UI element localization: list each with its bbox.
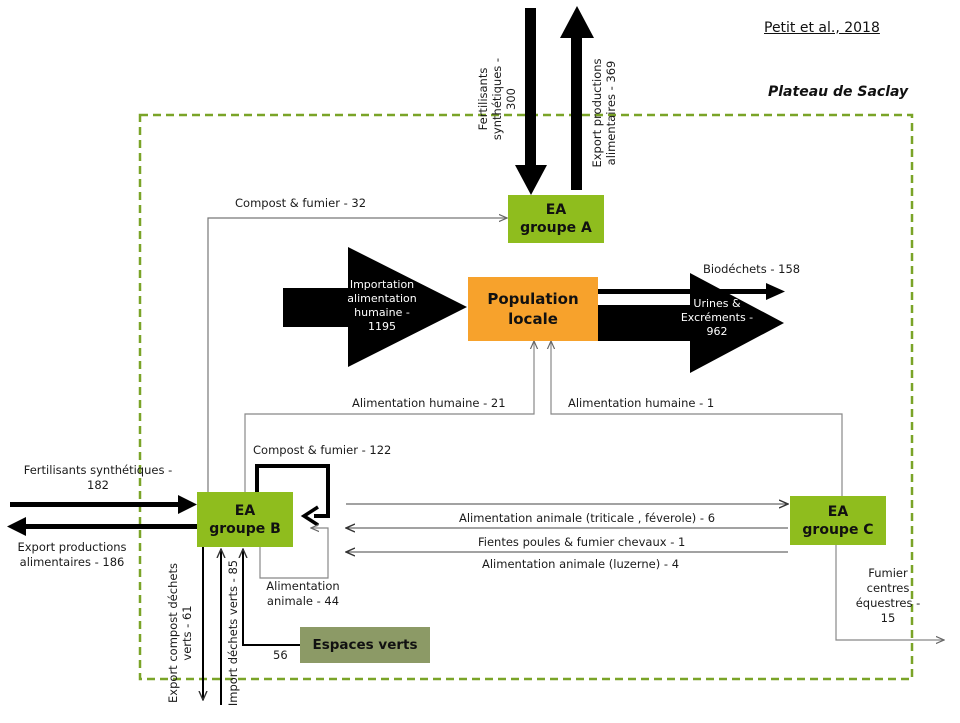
node-line: EA: [545, 202, 567, 218]
alimentation-animale-6-label: Alimentation animale (triticale , févero…: [459, 511, 716, 525]
urines-excrements-label: Urines &Excréments -962: [680, 297, 754, 338]
biodechets-label: Biodéchets - 158: [703, 262, 801, 276]
alimentation-humaine-21-flow: [244, 341, 534, 492]
node-line: groupe A: [520, 220, 592, 236]
plateau-boundary: [138, 113, 914, 681]
compost-fumier-122-head: [300, 505, 319, 527]
espaces-verts-56-label: 56: [273, 648, 288, 662]
fertilisants-synthetiques-b-arrow-shaft: [10, 502, 180, 507]
importation-arrow: [283, 247, 467, 367]
biodechets-arrow-head: [766, 283, 785, 300]
export-productions-b-arrow-head: [7, 517, 26, 536]
import-dechets-label: Import déchets verts - 85: [226, 559, 240, 707]
alimentation-humaine-1-label: Alimentation humaine - 1: [568, 396, 715, 410]
espaces-verts-56-flow: [243, 549, 300, 646]
citation: Petit et al., 2018: [764, 20, 880, 36]
fientes-label: Fientes poules & fumier chevaux - 1: [478, 535, 686, 549]
node-line: groupe B: [209, 520, 281, 537]
node-line: EA: [234, 502, 256, 519]
compost-fumier-122-loop: [255, 464, 330, 518]
alimentation-humaine-21-label: Alimentation humaine - 21: [352, 396, 506, 410]
export-productions-b-arrow-shaft: [24, 524, 197, 529]
node-line: Population: [487, 290, 579, 308]
region-label: Plateau de Saclay: [768, 84, 909, 100]
biodechets-arrow-shaft: [598, 289, 768, 294]
fertilisants-synthetiques-b-arrow-head: [178, 495, 197, 514]
population-locale-node: Population locale: [468, 277, 598, 341]
export-productions-a-arrow: [560, 6, 594, 190]
alimentation-animale-4-label: Alimentation animale (luzerne) - 4: [482, 557, 680, 571]
compost-fumier-32-label: Compost & fumier - 32: [235, 196, 367, 210]
alimentation-humaine-1-flow: [551, 341, 843, 496]
node-line: EA: [827, 503, 849, 520]
ea-groupe-a-node: EA groupe A: [508, 195, 604, 243]
fertilisants-synthetiques-b-label: Fertilisants synthétiques -182: [23, 463, 173, 492]
node-line: groupe C: [802, 521, 874, 538]
urines-excrements-arrow: [598, 273, 784, 373]
compost-fumier-32-flow: [207, 218, 507, 492]
alimentation-animale-44-flow: [259, 528, 329, 579]
espaces-verts-node: Espaces verts: [300, 627, 430, 663]
fertilisants-synthetiques-a-arrow: [515, 8, 547, 195]
compost-fumier-122-label: Compost & fumier - 122: [253, 443, 392, 457]
fumier-equestres-flow: [835, 545, 944, 640]
node-line: locale: [508, 310, 558, 328]
